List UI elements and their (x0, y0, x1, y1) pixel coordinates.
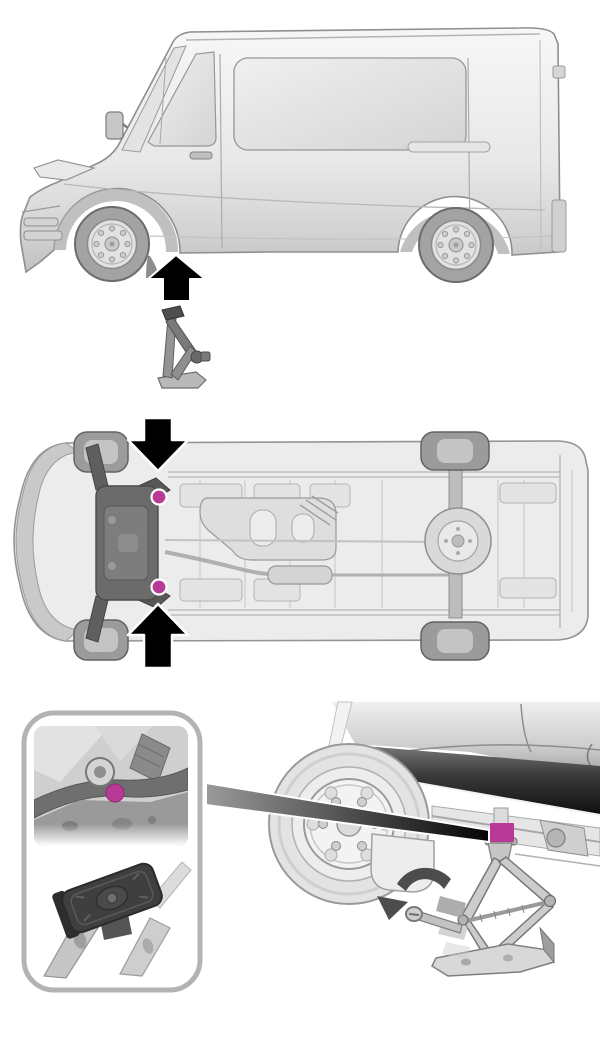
driveline (164, 539, 451, 543)
cargo-window (233, 57, 467, 151)
muffler (267, 565, 333, 585)
screw-threads (479, 904, 525, 923)
rear-panel-seam (539, 39, 542, 251)
jack-point-arrow-up-icon (126, 602, 190, 670)
jack-point-arrow-down-icon (126, 416, 190, 473)
headlight (33, 159, 96, 181)
lower-crease (149, 235, 557, 240)
jack-base-plate (431, 943, 556, 977)
door-gap-seam (520, 703, 532, 753)
side-view-figure (19, 27, 567, 389)
windshield (121, 45, 187, 153)
front-bumper-band (15, 442, 80, 642)
jack-head-inset (43, 861, 192, 979)
tank-recess-1 (249, 509, 277, 547)
rear-bumper-corner (551, 199, 567, 253)
exhaust-pipe (164, 550, 271, 576)
pointer-line (205, 781, 490, 844)
rear-wheel (418, 207, 494, 283)
front-door-seam (219, 53, 223, 249)
jack-head-saddle (52, 862, 163, 939)
scissor-jack (405, 807, 557, 977)
door-handle (189, 151, 213, 160)
front-wheel (74, 206, 150, 282)
jack-pivot-right (543, 894, 557, 908)
heat-shield-hatch (299, 495, 339, 526)
window-divider (159, 57, 167, 145)
jack-point-arrow-icon (147, 254, 206, 302)
jack-under-sill-illustration (268, 701, 600, 977)
side-moulding (407, 141, 491, 153)
spare-wheel (424, 507, 492, 575)
side-mirror (105, 111, 129, 140)
bumper-line (21, 205, 61, 213)
jack-location-marker (490, 823, 514, 842)
jack-lead-screw (465, 900, 549, 923)
rocker-panel (340, 744, 600, 814)
base-flange (539, 926, 555, 964)
body-side-panel (332, 702, 600, 778)
jack-crank-handle (405, 906, 463, 934)
front-wheel-well (54, 189, 179, 252)
tank-recess-2 (291, 513, 315, 543)
front-subframe (85, 443, 171, 643)
frame-rails (168, 471, 560, 616)
inset-jack-point-dot (105, 783, 125, 803)
jack-point-closeup-inset (34, 726, 188, 846)
jack-detail-figure (21, 701, 600, 993)
base-hole-2 (503, 954, 513, 962)
roof-gutter-line (185, 33, 541, 41)
base-hole-1 (461, 958, 471, 966)
grille-slot-lower (23, 230, 63, 241)
rotation-arrow-icon (377, 867, 451, 920)
suspension-parts (514, 819, 600, 867)
jack-point-dot-rear (150, 578, 168, 596)
underside-view-figure (13, 416, 589, 670)
jack-point-dot-front (150, 488, 168, 506)
rear-door-hinge (552, 65, 566, 79)
scissor-jack-icon (157, 305, 211, 389)
grille-slot-upper (23, 217, 59, 227)
underside-tires (73, 431, 490, 661)
door-window (147, 51, 217, 147)
